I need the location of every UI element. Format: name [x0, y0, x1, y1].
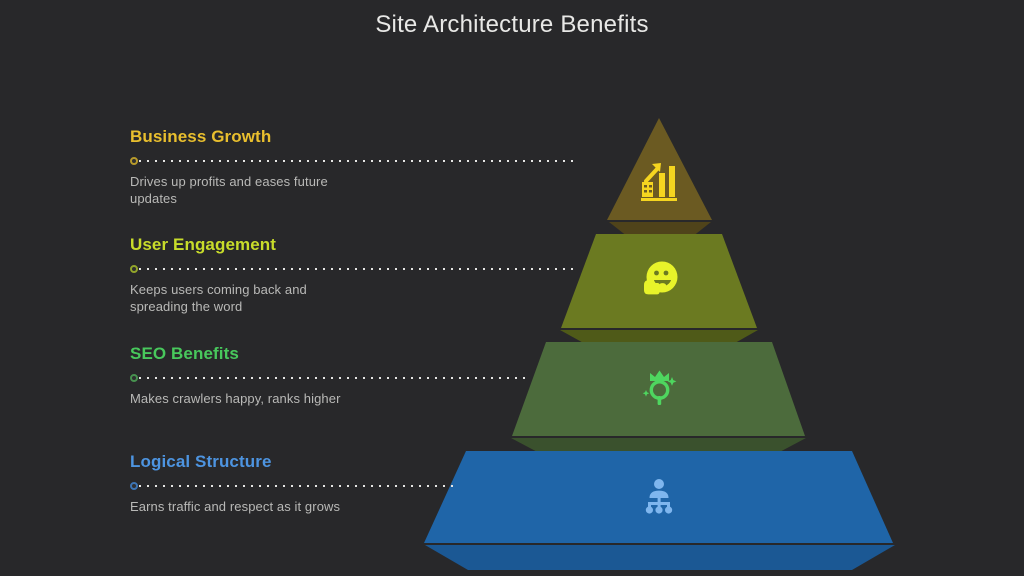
connector-dot-icon — [130, 157, 138, 165]
connector-dashed-line — [139, 160, 575, 162]
connector-dot-icon — [130, 482, 138, 490]
level-connector — [130, 480, 457, 492]
level-connector — [130, 155, 575, 167]
level-description: Drives up profits and eases future updat… — [130, 174, 328, 206]
smiley-thumbs-up-icon — [644, 261, 678, 295]
connector-dot-icon — [130, 374, 138, 382]
org-hierarchy-icon — [645, 479, 673, 514]
page-title: Site Architecture Benefits — [375, 11, 649, 38]
level-label-user-engagement[interactable]: User Engagement Keeps users coming back … — [130, 235, 575, 315]
level-title: SEO Benefits — [130, 344, 239, 363]
level-description: Earns traffic and respect as it grows — [130, 499, 341, 514]
pyramid-band-shadow-1 — [609, 222, 711, 248]
pyramid-band-1 — [607, 118, 712, 220]
level-title: Business Growth — [130, 127, 272, 146]
connector-dashed-line — [139, 377, 529, 379]
level-description: Keeps users coming back and spreading th… — [130, 282, 307, 314]
level-title: User Engagement — [130, 235, 277, 254]
level-connector — [130, 263, 575, 275]
pyramid-level-business-growth[interactable] — [607, 118, 712, 248]
crown-magnifier-icon — [642, 370, 677, 405]
level-connector — [130, 372, 529, 384]
level-label-seo-benefits[interactable]: SEO Benefits Makes crawlers happy, ranks… — [130, 344, 529, 407]
level-label-business-growth[interactable]: Business Growth Drives up profits and ea… — [130, 127, 575, 207]
level-label-logical-structure[interactable]: Logical Structure Earns traffic and resp… — [130, 452, 457, 515]
bar-chart-growth-icon — [641, 163, 677, 201]
connector-dashed-line — [139, 485, 457, 487]
level-title: Logical Structure — [130, 452, 272, 471]
level-description: Makes crawlers happy, ranks higher — [130, 391, 341, 406]
connector-dot-icon — [130, 265, 138, 273]
connector-dashed-line — [139, 268, 575, 270]
level-label-list: Business Growth Drives up profits and ea… — [130, 127, 575, 515]
